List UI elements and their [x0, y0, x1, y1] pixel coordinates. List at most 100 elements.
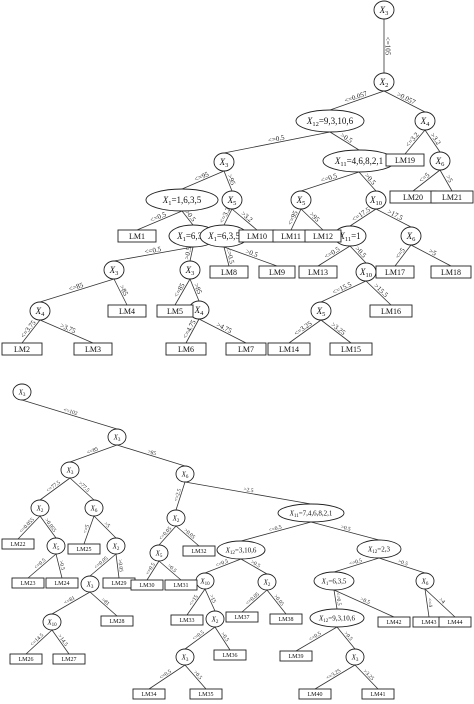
- split-node-label: X5: [296, 195, 306, 207]
- edge-label: <=0.5: [149, 210, 168, 224]
- bottom-model-tree: <=102<=85>85<=77.5>77.5<=2.5>2.5<=0.055>…: [1, 383, 472, 700]
- split-node-label: X1=6,3,5: [321, 577, 347, 587]
- edge-label: >2.5: [243, 487, 254, 495]
- split-node-label: X2: [172, 514, 180, 524]
- leaf-model-label: LM19: [395, 156, 415, 165]
- leaf-model-box: [52, 653, 86, 665]
- edge-label: >0.5: [244, 247, 259, 259]
- leaf-model-box: [156, 304, 194, 318]
- edge-label: <=0.5: [33, 557, 47, 570]
- split-node: X6: [175, 465, 195, 483]
- leaf-model: LM17: [375, 265, 415, 279]
- split-node-label: X5: [227, 195, 237, 207]
- edge-label: >85: [147, 449, 157, 457]
- edge-label: >0.5: [397, 559, 409, 568]
- leaf-model-box: [1, 342, 43, 356]
- split-node-label: X3: [86, 580, 94, 590]
- edge-line: [69, 444, 118, 463]
- edge-line: [115, 553, 120, 579]
- edge-line: [185, 318, 200, 344]
- edge-label: >0.5: [363, 172, 378, 187]
- split-node: X3: [213, 152, 235, 172]
- split-node-label: X12=2,3: [367, 545, 391, 555]
- leaf-model-box: [438, 616, 472, 628]
- edge-line: [186, 588, 206, 616]
- leaf-model: LM9: [258, 265, 296, 279]
- leaf-model-box: [164, 579, 198, 591]
- edge-line: [223, 246, 230, 267]
- leaf-model: LM16: [369, 304, 413, 318]
- edge-label: <=0.5: [145, 562, 157, 576]
- leaf-model-label: LM13: [308, 268, 328, 277]
- edge-line: [113, 246, 194, 262]
- leaf-model-label: LM37: [235, 615, 250, 621]
- edge-line: [349, 245, 367, 264]
- leaf-model: LM19: [385, 153, 425, 167]
- split-node-ellipse: [103, 260, 125, 280]
- edge-line: [89, 553, 117, 577]
- split-node-label: X5: [52, 542, 60, 552]
- leaf-model-box: [130, 579, 164, 591]
- split-node-ellipse: [356, 539, 402, 559]
- leaf-model-box: [117, 229, 157, 243]
- edge-label: <=4.75: [181, 318, 198, 340]
- leaf-model-label: LM23: [21, 581, 36, 587]
- split-node-label: X12=9,3,10,6: [318, 614, 356, 624]
- edge-layer: <=105<=0.057>0.057<=0.5>0.5<=3.2>3.2<=5>…: [19, 19, 455, 344]
- edge-label: <=2.5: [173, 488, 183, 503]
- leaf-model-box: [361, 688, 395, 700]
- edge-label: >3.25: [362, 669, 375, 683]
- edge-line: [223, 170, 233, 192]
- split-node-label: X3: [66, 466, 74, 476]
- leaf-model-box: [258, 265, 296, 279]
- edge-label: >5: [103, 521, 112, 530]
- edge-label: <=3.25: [325, 668, 342, 681]
- leaf-model: LM1: [117, 229, 157, 243]
- leaf-model-box: [1, 538, 35, 550]
- split-node-label: X6: [435, 156, 446, 168]
- edge-line: [51, 629, 70, 655]
- split-node-label: X12=3,10,6: [225, 546, 257, 556]
- edge-line: [412, 169, 441, 192]
- leaf-model: LM23: [11, 577, 45, 589]
- split-node-label: X3: [219, 157, 229, 169]
- leaf-model-label: LM22: [11, 542, 26, 548]
- edge-line: [439, 169, 453, 192]
- split-node-ellipse: [175, 465, 195, 483]
- edge-line: [17, 515, 41, 540]
- split-node: X6: [415, 572, 435, 590]
- leaf-model: LM13: [298, 265, 338, 279]
- split-node-ellipse: [80, 575, 100, 593]
- split-node: X3: [60, 461, 80, 479]
- leaf-model-box: [73, 342, 113, 356]
- split-node-label: X1=6,3,5: [176, 231, 209, 243]
- edge-label: >0.05: [182, 528, 196, 541]
- leaf-model-box: [329, 342, 373, 356]
- leaf-model: LM25: [67, 543, 101, 555]
- edge-line: [320, 319, 352, 344]
- edge-label: <=0.057: [343, 89, 368, 105]
- split-node-label: X3: [181, 653, 189, 663]
- leaf-model-label: LM9: [269, 268, 285, 277]
- edge-label: <=0.5: [334, 592, 342, 606]
- edge-line: [320, 280, 367, 303]
- edge-line: [21, 319, 41, 344]
- leaf-model-box: [430, 190, 474, 204]
- edge-line: [189, 246, 194, 262]
- leaf-model: LM28: [100, 615, 134, 627]
- split-node: X10: [42, 613, 62, 631]
- edge-line: [184, 481, 312, 505]
- edge-line: [333, 589, 338, 610]
- edge-label: >0.5: [219, 631, 230, 643]
- edge-label: >15.5: [372, 282, 390, 299]
- edge-line: [223, 131, 331, 154]
- edge-label: >0.057: [396, 90, 418, 106]
- edge-line: [204, 588, 216, 612]
- edge-label: >3.2: [429, 132, 443, 147]
- edge-line: [424, 588, 456, 618]
- split-node-ellipse: [400, 226, 422, 246]
- split-node: X5: [149, 544, 169, 562]
- split-node-ellipse: [429, 151, 451, 171]
- edge-label: >77.5: [77, 481, 91, 494]
